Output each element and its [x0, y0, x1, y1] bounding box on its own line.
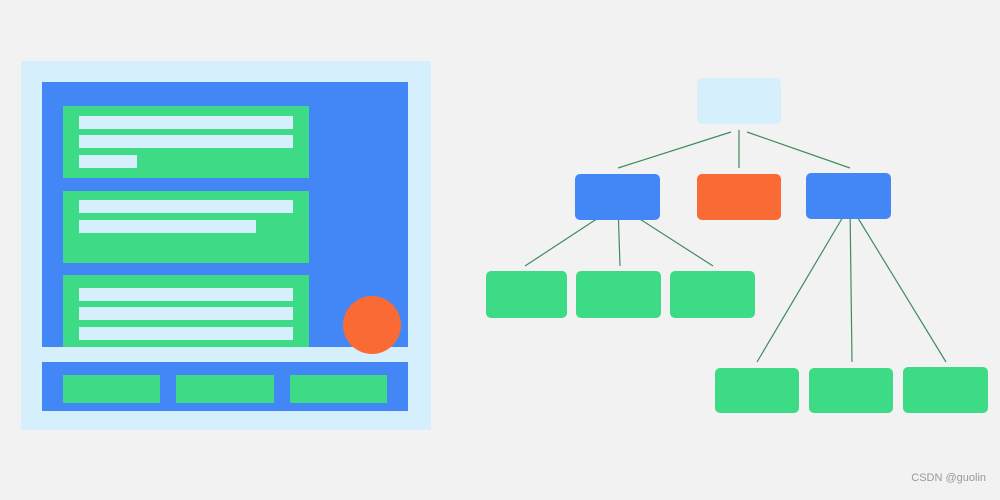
- card-2-line: [79, 200, 293, 213]
- tree-node-orange: [697, 174, 781, 220]
- tree-leaf-node: [903, 367, 988, 413]
- tree-leaf-node: [809, 368, 893, 413]
- tree-root-node: [697, 78, 781, 124]
- tree-leaf-node: [486, 271, 567, 318]
- tree-leaf-node: [715, 368, 799, 413]
- bottom-bar-button: [176, 375, 274, 403]
- watermark: CSDN @guolin: [911, 472, 986, 484]
- tree-node-blue: [806, 173, 891, 219]
- connector: [617, 131, 732, 169]
- tree-node-blue: [575, 174, 660, 220]
- floating-action-button: [343, 296, 401, 354]
- connector: [849, 204, 853, 363]
- card-1-line: [79, 116, 293, 129]
- card-1-line: [79, 135, 293, 148]
- card-3-line: [79, 307, 293, 320]
- card-3-line: [79, 327, 293, 340]
- card-3-line: [79, 288, 293, 301]
- tree-leaf-node: [670, 271, 755, 318]
- connector: [746, 131, 851, 169]
- card-1-line: [79, 155, 137, 168]
- connector: [756, 204, 851, 363]
- tree-leaf-node: [576, 271, 661, 318]
- connector: [849, 204, 947, 363]
- bottom-bar-button: [290, 375, 387, 403]
- bottom-bar-button: [63, 375, 160, 403]
- card-2-line: [79, 220, 256, 233]
